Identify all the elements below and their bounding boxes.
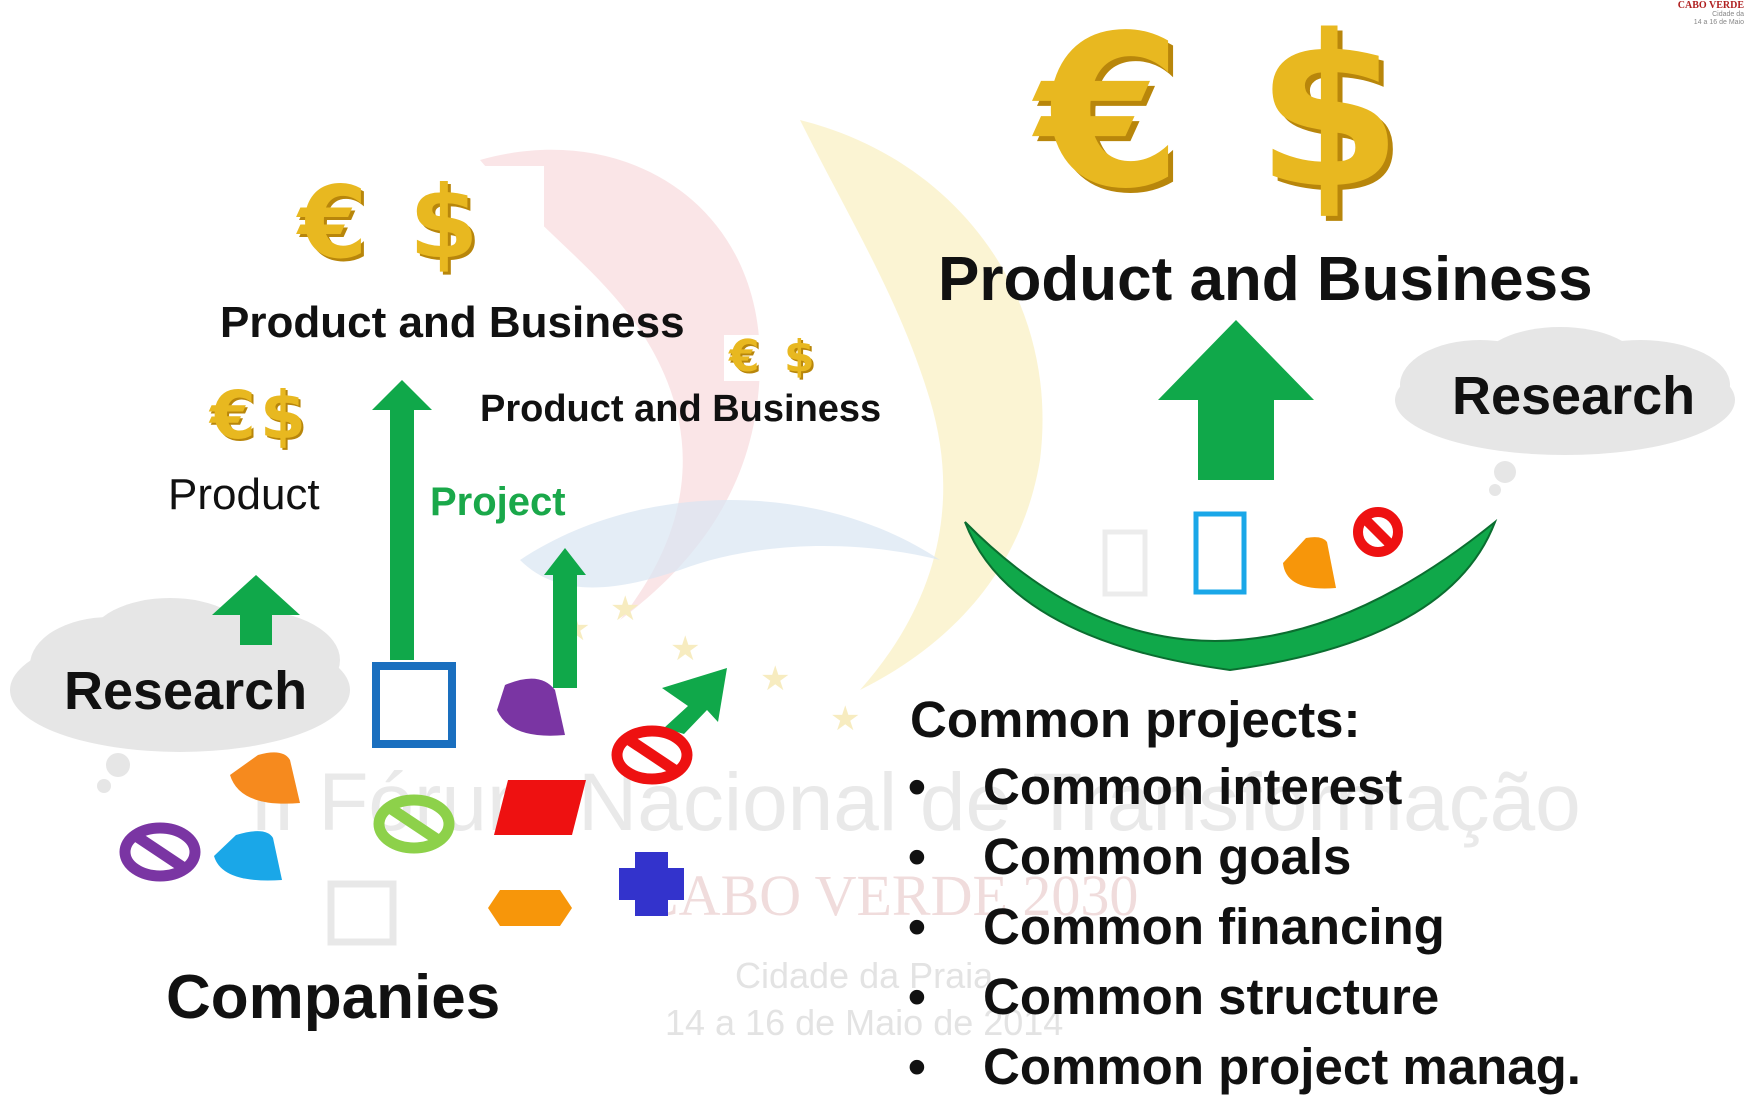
green-bowl (964, 518, 1498, 672)
currency-gold-top-left: € $ (294, 164, 544, 281)
product-business-label-large: Product and Business (938, 245, 1593, 314)
common-projects-list: Common interest Common goals Common fina… (908, 752, 1581, 1102)
green-arrow-business (372, 380, 432, 660)
logo-title: CABO VERDE (1677, 0, 1744, 11)
cyan-rect-right (1193, 511, 1247, 595)
currency-gold-small: € $ (210, 377, 320, 457)
research-cloud-left (10, 598, 350, 793)
watermark-blue-swoosh (520, 500, 940, 588)
dollar-icon: $ (1256, 0, 1403, 235)
red-parallelogram (494, 780, 586, 835)
blue-square (372, 662, 456, 748)
research-cloud-right (1395, 327, 1735, 496)
companies-label: Companies (166, 963, 501, 1032)
euro-icon: € (210, 377, 256, 454)
blue-cross (619, 852, 684, 916)
grey-rect-right (1102, 529, 1148, 597)
green-arrow-research (212, 575, 300, 645)
green-arrow-project (544, 548, 586, 688)
event-logo: CABO VERDE Cidade da 14 a 16 de Maio (1664, 0, 1744, 40)
purple-segment (497, 678, 565, 736)
dollar-icon: $ (409, 164, 479, 281)
svg-text:★: ★ (830, 699, 860, 739)
dollar-icon: $ (260, 377, 306, 454)
list-item: Common interest (908, 752, 1581, 822)
logo-line2: Cidade da (1712, 11, 1744, 18)
research-label-left: Research (64, 661, 308, 721)
product-business-label-mid: Product and Business (480, 388, 882, 430)
svg-text:★: ★ (610, 589, 640, 629)
watermark-stars: ★ ★ ★ ★ ★ (560, 589, 860, 739)
list-item: Common structure (908, 962, 1581, 1032)
product-label: Product (168, 470, 320, 519)
currency-gold-mid: € $ (724, 331, 844, 382)
svg-text:★: ★ (670, 629, 700, 669)
currency-gold-large: € $ (1026, 0, 1446, 235)
dollar-icon: $ (784, 331, 815, 382)
green-arrow-large (1158, 320, 1314, 480)
svg-text:★: ★ (760, 659, 790, 699)
project-label: Project (430, 480, 566, 524)
cyan-segment (214, 831, 282, 881)
euro-icon: € (1036, 0, 1183, 235)
grey-square-left (327, 880, 397, 946)
purple-no-symbol (119, 822, 201, 882)
lime-no-symbol (373, 794, 455, 854)
euro-icon: € (729, 331, 760, 382)
list-item: Common financing (908, 892, 1581, 962)
green-arrow-diagonal (662, 668, 727, 734)
red-no-symbol-left (611, 725, 693, 785)
list-item: Common goals (908, 822, 1581, 892)
orange-segment-right (1283, 537, 1336, 589)
research-label-right: Research (1452, 366, 1696, 426)
logo-line3: 14 a 16 de Maio (1693, 19, 1744, 26)
orange-segment-left (230, 752, 300, 804)
list-item: Common project manag. (908, 1032, 1581, 1102)
product-business-label-left: Product and Business (220, 298, 685, 347)
euro-icon: € (298, 164, 368, 281)
orange-hexagon (488, 890, 572, 926)
red-no-symbol-right (1353, 507, 1403, 557)
common-projects-heading: Common projects: (910, 691, 1361, 748)
